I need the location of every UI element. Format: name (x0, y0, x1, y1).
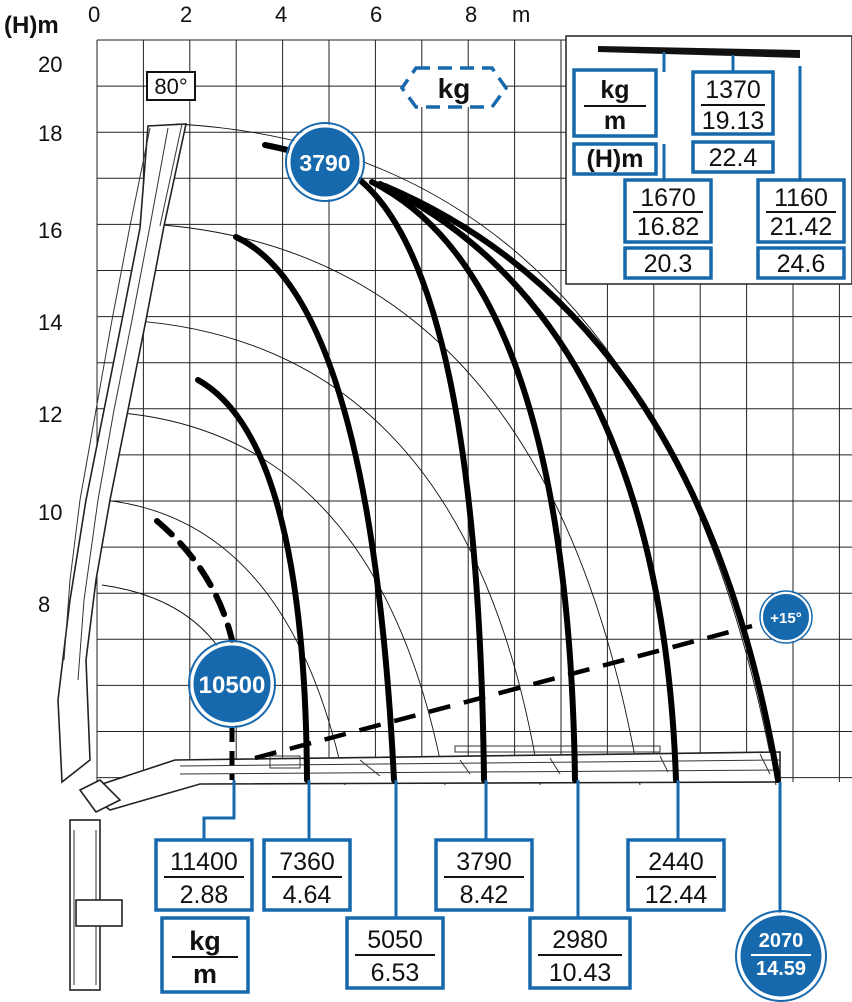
load-label-2980: 2980 10.43 (528, 916, 632, 990)
circle-10500: 10500 (188, 640, 276, 728)
jib-h-label: (H)m (587, 145, 644, 173)
circle-10500-label: 10500 (199, 672, 266, 699)
radius-arc (149, 223, 641, 786)
load-label-2070: 2070 14.59 (735, 910, 827, 1002)
load-curve (154, 518, 235, 643)
jib-h-246: 24.6 (777, 250, 826, 278)
plus15-label: +15° (770, 610, 801, 627)
y-axis-title: (H)m (4, 12, 59, 39)
jib-kg-1370: 1370 (705, 76, 761, 104)
load-m: 8.42 (460, 881, 509, 909)
x-tick-6: 6 (370, 2, 382, 27)
jib-kg-label: kg (600, 76, 629, 104)
load-kg: 2070 (759, 930, 804, 952)
load-curve (233, 234, 397, 783)
legend-kg: kg (189, 926, 221, 956)
x-tick-2: 2 (180, 2, 192, 27)
load-m: 14.59 (756, 958, 806, 980)
angle-label: 80° (154, 74, 187, 99)
axis-labels: (H)m 0 2 4 6 8 m 20 18 16 14 12 10 8 (4, 2, 530, 617)
load-kg: 2440 (648, 848, 704, 876)
circle-3790-label: 3790 (299, 150, 350, 176)
load-m: 6.53 (371, 959, 420, 987)
crane-boom-drawing (57, 123, 781, 991)
jib-kg-1160: 1160 (774, 184, 828, 212)
load-curves (154, 142, 781, 783)
load-kg: 3790 (456, 848, 512, 876)
plus15-badge: +15° (759, 590, 813, 644)
y-tick-12: 12 (38, 402, 62, 427)
jib-silhouette (598, 46, 800, 58)
label-leaders (202, 780, 782, 918)
y-tick-18: 18 (38, 121, 62, 146)
load-label-2440: 2440 12.44 (626, 838, 726, 912)
load-label-7360: 7360 4.64 (262, 838, 352, 912)
x-unit: m (512, 2, 530, 27)
units-legend: kg m (160, 916, 250, 994)
load-kg: 11400 (170, 848, 238, 876)
y-tick-16: 16 (38, 218, 62, 243)
y-tick-14: 14 (38, 310, 62, 335)
load-labels: 11400 2.88 7360 4.64 5050 6.53 3790 8.42… (154, 838, 827, 1002)
kg-header: kg (438, 73, 471, 104)
y-tick-8: 8 (38, 592, 50, 617)
load-kg: 2980 (552, 926, 608, 954)
radius-arc (123, 319, 541, 786)
y-tick-10: 10 (38, 500, 62, 525)
kg-header-badge: kg (399, 66, 509, 109)
radius-arc (103, 499, 346, 786)
load-kg: 7360 (279, 848, 335, 876)
extension-line (254, 623, 753, 761)
load-m: 10.43 (549, 959, 612, 987)
load-kg: 5050 (367, 926, 423, 954)
y-tick-20: 20 (38, 52, 62, 77)
x-tick-0: 0 (88, 2, 100, 27)
jib-m-1682: 16.82 (637, 213, 700, 241)
load-m: 4.64 (283, 881, 332, 909)
x-tick-8: 8 (465, 2, 477, 27)
jib-m-1913: 19.13 (702, 107, 765, 135)
x-tick-4: 4 (275, 2, 287, 27)
load-m: 2.88 (180, 881, 229, 909)
angle-badge: 80° (146, 71, 196, 101)
jib-inset: kg m (H)m 1370 19.13 22.4 1670 16.82 20.… (565, 35, 852, 285)
jib-m-label: m (604, 107, 626, 135)
load-curve (382, 183, 781, 783)
load-label-3790: 3790 8.42 (434, 838, 534, 912)
legend-m: m (193, 959, 217, 989)
circle-3790: 3790 (285, 122, 365, 202)
load-curve (369, 179, 578, 783)
load-curve (357, 177, 487, 783)
load-curve (195, 377, 310, 783)
load-label-11400: 11400 2.88 (154, 838, 254, 912)
load-m: 12.44 (645, 881, 708, 909)
jib-kg-1670: 1670 (640, 184, 696, 212)
jib-m-2142: 21.42 (770, 213, 833, 241)
load-curve (377, 181, 679, 783)
jib-h-203: 20.3 (644, 250, 693, 278)
load-label-5050: 5050 6.53 (345, 916, 445, 990)
jib-h-224: 22.4 (709, 144, 758, 172)
radius-arc (109, 411, 446, 786)
